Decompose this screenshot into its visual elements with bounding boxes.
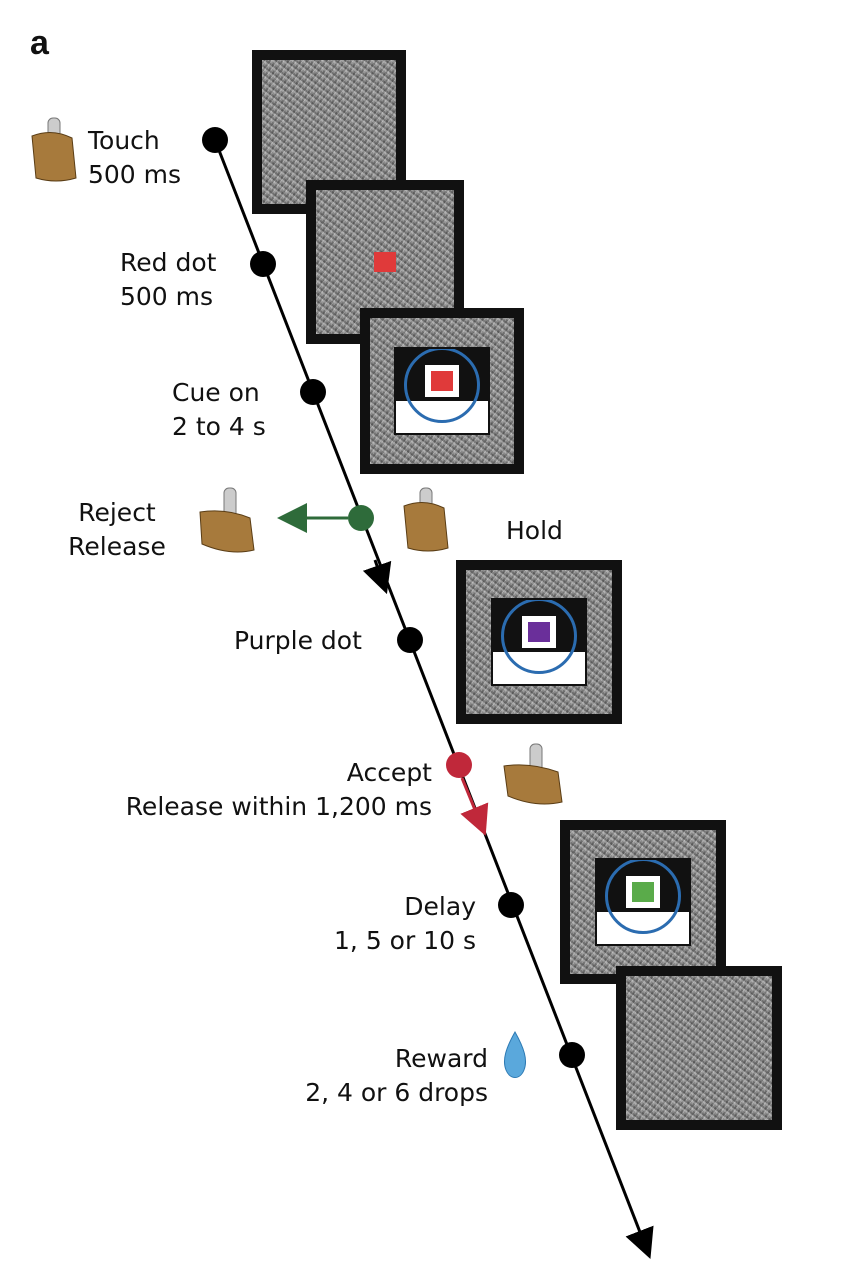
marker-reward	[559, 1042, 585, 1068]
panel-letter: a	[30, 24, 49, 62]
red-dot-stimulus	[374, 252, 396, 272]
marker-touch	[202, 127, 228, 153]
marker-purple-dot	[397, 627, 423, 653]
hand-release-icon	[199, 487, 255, 553]
hand-grip-icon	[31, 117, 77, 182]
marker-cue-on	[300, 379, 326, 405]
noise-background	[570, 830, 716, 974]
hand-hold-icon	[403, 487, 449, 552]
accept-arrow	[460, 777, 489, 836]
marker-delay	[498, 892, 524, 918]
label-hold: Hold	[506, 516, 563, 545]
hand-release-accept-icon	[503, 743, 563, 805]
screen-cue-on	[360, 308, 524, 474]
water-drop-icon	[503, 1030, 527, 1078]
timeline-arrowhead-mid	[362, 559, 392, 595]
cue-stimulus-purple	[491, 598, 587, 686]
label-purple-dot: Purple dot	[234, 626, 362, 655]
marker-reject	[348, 505, 374, 531]
noise-background	[466, 570, 612, 714]
screen-red-dot	[306, 180, 464, 344]
marker-red-dot	[250, 251, 276, 277]
marker-accept	[446, 752, 472, 778]
screen-reward	[616, 966, 782, 1130]
cue-stimulus	[394, 347, 490, 435]
noise-background	[370, 318, 514, 464]
screen-hold	[456, 560, 622, 724]
screen-delay	[560, 820, 726, 984]
noise-background	[626, 976, 772, 1120]
cue-stimulus-green	[595, 858, 691, 946]
